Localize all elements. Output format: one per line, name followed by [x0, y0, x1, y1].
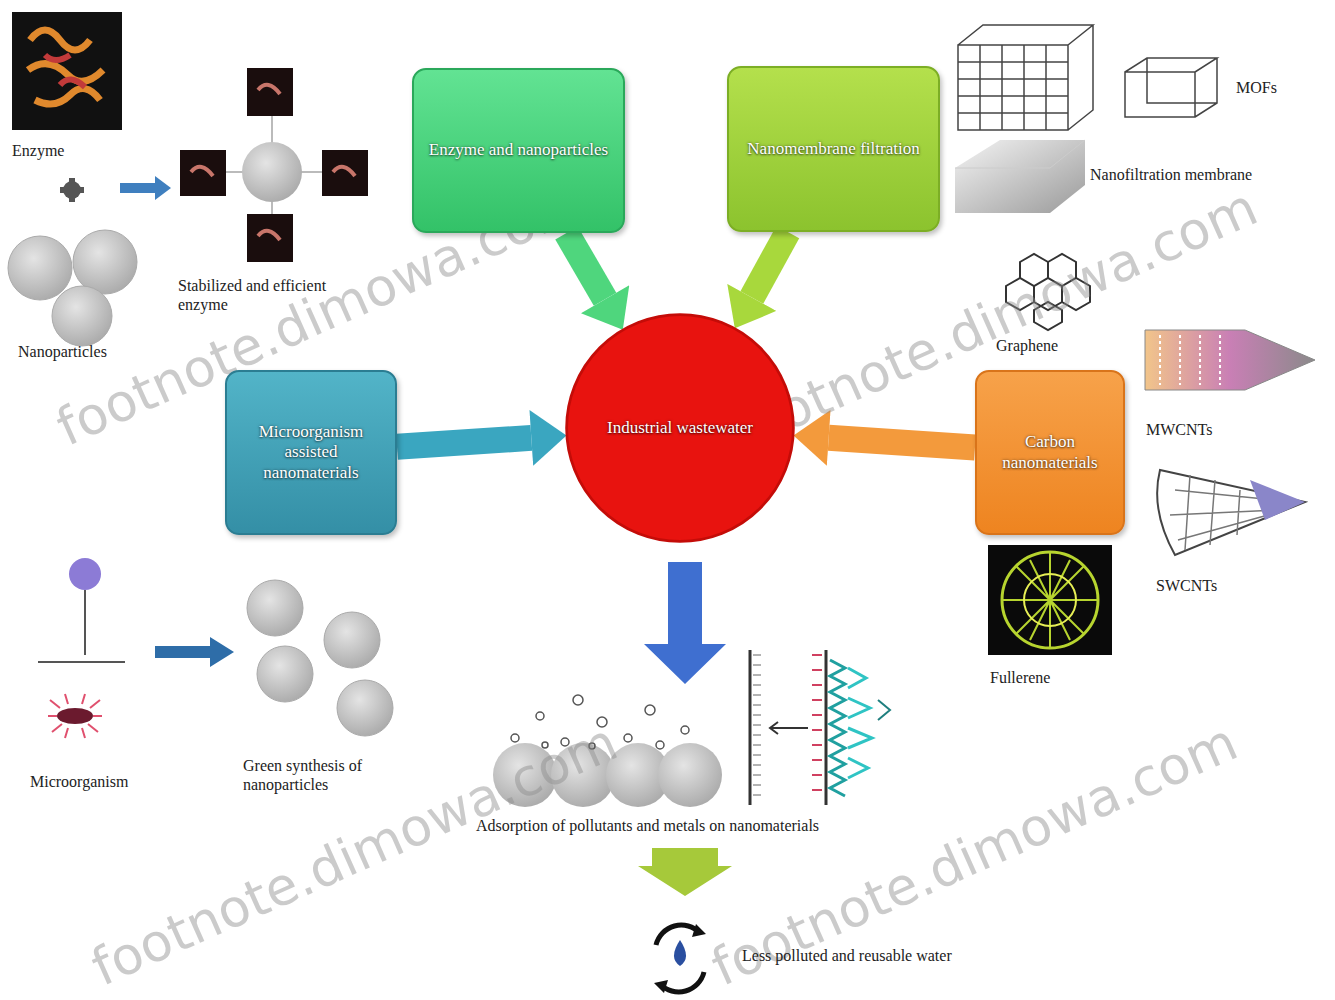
part-label: SWCNTs — [1156, 576, 1276, 595]
method-box: Carbon nanomaterials — [975, 370, 1125, 535]
caption-label: Adsorption of pollutants and metals on n… — [476, 816, 976, 835]
fullerene — [988, 545, 1112, 655]
node-text: Industrial wastewater — [607, 418, 753, 438]
part-label: Nanoparticles — [18, 342, 158, 361]
part-label: MWCNTs — [1146, 420, 1266, 439]
node-text: Nanomembrane filtration — [747, 139, 919, 159]
mwcnt — [1145, 330, 1315, 390]
green-synthesis-particles — [247, 580, 393, 736]
nanoparticles — [8, 230, 137, 346]
block-arrow — [397, 438, 531, 447]
method-box: Nanomembrane filtration — [727, 66, 940, 232]
recycle-icon — [654, 924, 706, 993]
part-label: Green synthesis of nanoparticles — [243, 756, 393, 794]
nanofiltration-membrane — [955, 140, 1085, 213]
output-arrow — [638, 562, 732, 896]
enzyme-nanoparticle-icon — [60, 176, 171, 202]
part-label: Nanofiltration membrane — [1090, 165, 1330, 184]
part-label: Graphene — [996, 336, 1106, 355]
part-label: Stabilized and efficient enzyme — [178, 276, 353, 314]
central-circle: Industrial wastewater — [565, 313, 795, 543]
method-box: Enzyme and nanoparticles — [412, 68, 625, 233]
method-box: Microorganism assisted nanomaterials — [225, 370, 397, 535]
stabilized-enzyme — [180, 68, 368, 262]
enzyme-image — [12, 12, 122, 130]
node-text: Carbon nanomaterials — [989, 432, 1111, 473]
block-arrow — [567, 233, 606, 299]
block-arrow — [752, 232, 788, 297]
mof-lattice — [958, 25, 1217, 130]
part-label: Enzyme — [12, 141, 122, 160]
part-label: Fullerene — [990, 668, 1110, 687]
node-text: Enzyme and nanoparticles — [429, 140, 608, 160]
node-text: Microorganism assisted nanomaterials — [239, 422, 383, 483]
block-arrow — [829, 438, 975, 448]
watermark: footnote.dimowa.com — [83, 712, 626, 998]
swcnt — [1157, 470, 1305, 555]
part-label: Microorganism — [30, 772, 200, 791]
caption-label: Less polluted and reusable water — [742, 946, 1062, 965]
microorganism — [38, 558, 234, 738]
part-label: MOFs — [1236, 78, 1326, 97]
membrane-illustration — [750, 650, 890, 805]
